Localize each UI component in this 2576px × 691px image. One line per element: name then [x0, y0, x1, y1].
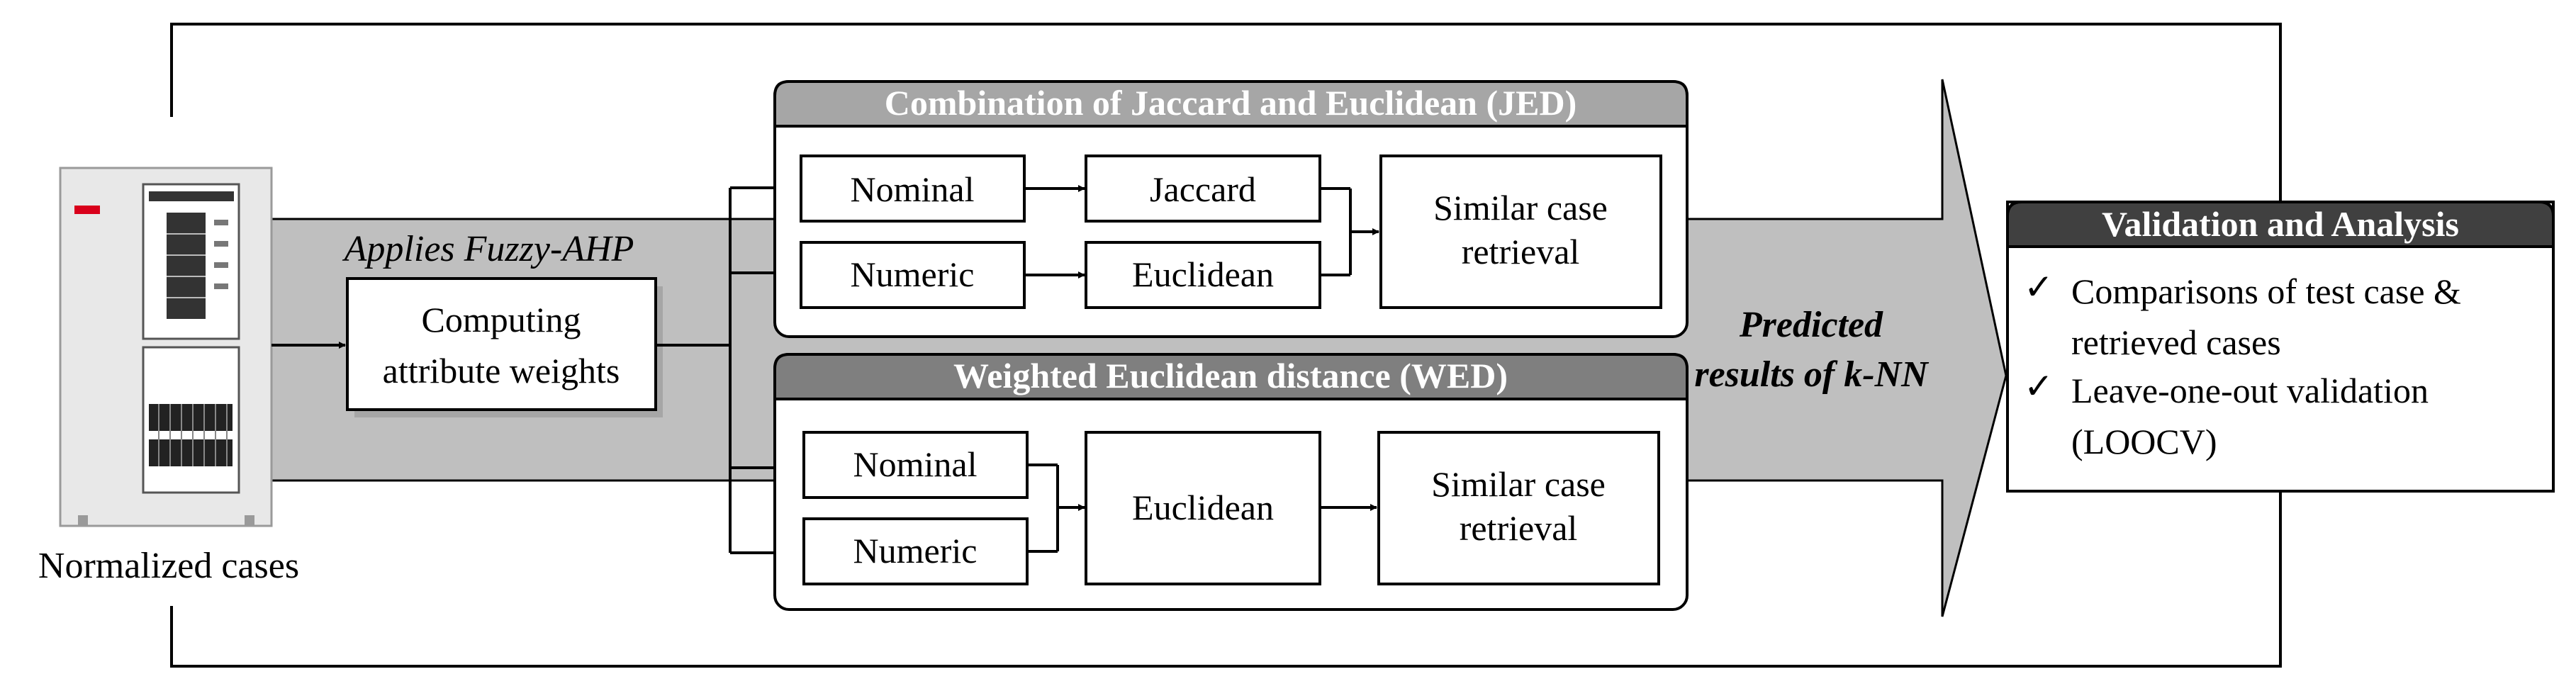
jed-euclidean-label: Euclidean — [1132, 254, 1274, 294]
wed-euclidean-box — [1085, 431, 1321, 585]
wed-nominal-box — [802, 431, 1029, 499]
jed-retrieval-line1: Similar case — [1433, 188, 1608, 227]
predicted-line1: Predicted — [1739, 305, 1883, 345]
jed-euclidean-box — [1085, 241, 1321, 309]
predicted-line2: results of k-NN — [1694, 354, 1930, 395]
wed-numeric-label: Numeric — [853, 531, 978, 571]
wed-retrieval-box — [1377, 431, 1660, 585]
jed-nominal-label: Nominal — [851, 169, 975, 209]
jed-retrieval-box — [1379, 155, 1662, 309]
validation-check-1: ✓ — [2024, 267, 2054, 307]
computing-weights-box — [346, 277, 657, 411]
wed-euclidean-label: Euclidean — [1132, 488, 1274, 527]
jed-title: Combination of Jaccard and Euclidean (JE… — [885, 83, 1577, 123]
validation-check-2: ✓ — [2024, 366, 2054, 406]
wed-retrieval-line2: retrieval — [1460, 508, 1578, 548]
wed-title: Weighted Euclidean distance (WED) — [953, 356, 1508, 395]
jed-numeric-box — [800, 241, 1026, 309]
validation-item2-line2: (LOOCV) — [2071, 422, 2217, 461]
jed-retrieval-line2: retrieval — [1462, 232, 1580, 271]
fuzzy-ahp-label: Applies Fuzzy-AHP — [342, 229, 634, 269]
wed-merge-connector — [1027, 464, 1085, 553]
jed-numeric-label: Numeric — [851, 254, 975, 294]
validation-title: Validation and Analysis — [2102, 204, 2459, 244]
computing-weights-line2: attribute weights — [383, 351, 620, 391]
server-icon — [59, 167, 273, 527]
wed-numeric-box — [802, 517, 1029, 585]
validation-item2-line1: Leave-one-out validation — [2071, 371, 2429, 410]
validation-panel — [2006, 201, 2555, 493]
validation-item1-line1: Comparisons of test case & — [2071, 271, 2461, 311]
wed-retrieval-line1: Similar case — [1431, 464, 1606, 504]
main-flow-band — [243, 79, 2007, 617]
jed-nominal-box — [800, 155, 1026, 223]
jed-jaccard-label: Jaccard — [1150, 169, 1256, 209]
computing-weights-line1: Computing — [421, 300, 581, 339]
normalized-cases-label: Normalized cases — [38, 546, 299, 586]
jed-merge-connector — [1320, 187, 1379, 276]
wed-nominal-label: Nominal — [853, 444, 978, 484]
validation-item1-line2: retrieved cases — [2071, 322, 2281, 362]
